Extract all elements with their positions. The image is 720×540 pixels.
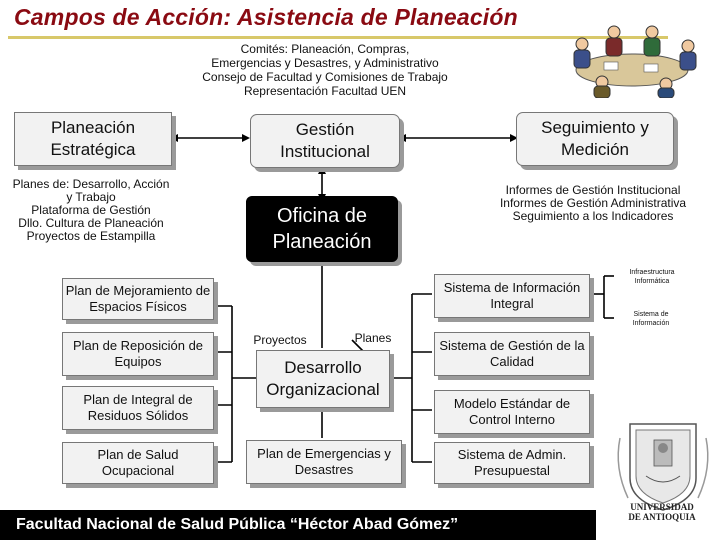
- tiny-line: Información: [632, 320, 670, 327]
- tiny-line: Infraestructura: [629, 269, 675, 276]
- logo-line: DE ANTIOQUIA: [628, 512, 696, 522]
- note-line: Seguimiento a los Indicadores: [512, 209, 674, 223]
- desarrollo-organizacional-box: Desarrollo Organizacional: [256, 350, 390, 408]
- planeacion-estrategica-box: Planeación Estratégica: [14, 112, 172, 166]
- plan-emergencias-box: Plan de Emergencias y Desastres: [246, 440, 402, 484]
- informes-notes: Informes de Gestión Institucional Inform…: [486, 184, 700, 223]
- seguimiento-medicion-box: Seguimiento y Medición: [516, 112, 674, 166]
- note-line: y Trabajo: [66, 190, 116, 204]
- committees-line: Comités: Planeación, Compras,: [240, 42, 410, 56]
- footer-dot-icon: [532, 516, 550, 534]
- title-underline: [8, 36, 668, 39]
- committees-line: Consejo de Facultad y Comisiones de Trab…: [202, 70, 448, 84]
- page-title: Campos de Acción: Asistencia de Planeaci…: [14, 4, 518, 30]
- oficina-planeacion-box: Oficina de Planeación: [246, 196, 398, 262]
- note-line: Proyectos de Estampilla: [26, 229, 156, 243]
- plan-reposicion-box: Plan de Reposición de Equipos: [62, 332, 214, 376]
- tiny-line: Informática: [634, 278, 670, 285]
- note-line: Dllo. Cultura de Planeación: [18, 216, 164, 230]
- infraestructura-label: Infraestructura Informática: [612, 268, 692, 286]
- footer-dot-icon: [554, 516, 572, 534]
- plan-mejoramiento-box: Plan de Mejoramiento de Espacios Físicos: [62, 278, 214, 320]
- note-line: Plataforma de Gestión: [31, 203, 151, 217]
- gestion-institucional-box: Gestión Institucional: [250, 114, 400, 168]
- modelo-control-box: Modelo Estándar de Control Interno: [434, 390, 590, 434]
- committees-line: Emergencias y Desastres, y Administrativ…: [211, 56, 439, 70]
- planes-label: Planes: [354, 331, 392, 345]
- sistema-info-label: Sistema de Información: [616, 310, 686, 328]
- committees-line: Representación Facultad UEN: [243, 84, 407, 98]
- committees-text: Comités: Planeación, Compras, Emergencia…: [180, 42, 470, 98]
- sistema-admin-box: Sistema de Admin. Presupuestal: [434, 442, 590, 484]
- sistema-informacion-box: Sistema de Información Integral: [434, 274, 590, 318]
- university-logo-icon: [617, 423, 709, 511]
- footer-bar: Facultad Nacional de Salud Pública “Héct…: [0, 510, 596, 540]
- note-line: Planes de: Desarrollo, Acción: [12, 177, 170, 191]
- logo-line: UNIVERSIDAD: [630, 502, 694, 512]
- plan-salud-box: Plan de Salud Ocupacional: [62, 442, 214, 484]
- plan-residuos-box: Plan de Integral de Residuos Sólidos: [62, 386, 214, 430]
- university-logo-text: UNIVERSIDAD DE ANTIOQUIA: [612, 502, 712, 522]
- meeting-illustration-icon: [573, 25, 697, 98]
- planes-de-notes: Planes de: Desarrollo, Acción y Trabajo …: [6, 178, 176, 243]
- note-line: Informes de Gestión Administrativa: [499, 196, 687, 210]
- proyectos-label: Proyectos: [253, 333, 307, 347]
- note-line: Informes de Gestión Institucional: [505, 183, 681, 197]
- sistema-calidad-box: Sistema de Gestión de la Calidad: [434, 332, 590, 376]
- tiny-line: Sistema de: [633, 311, 669, 318]
- footer-dot-icon: [576, 516, 594, 534]
